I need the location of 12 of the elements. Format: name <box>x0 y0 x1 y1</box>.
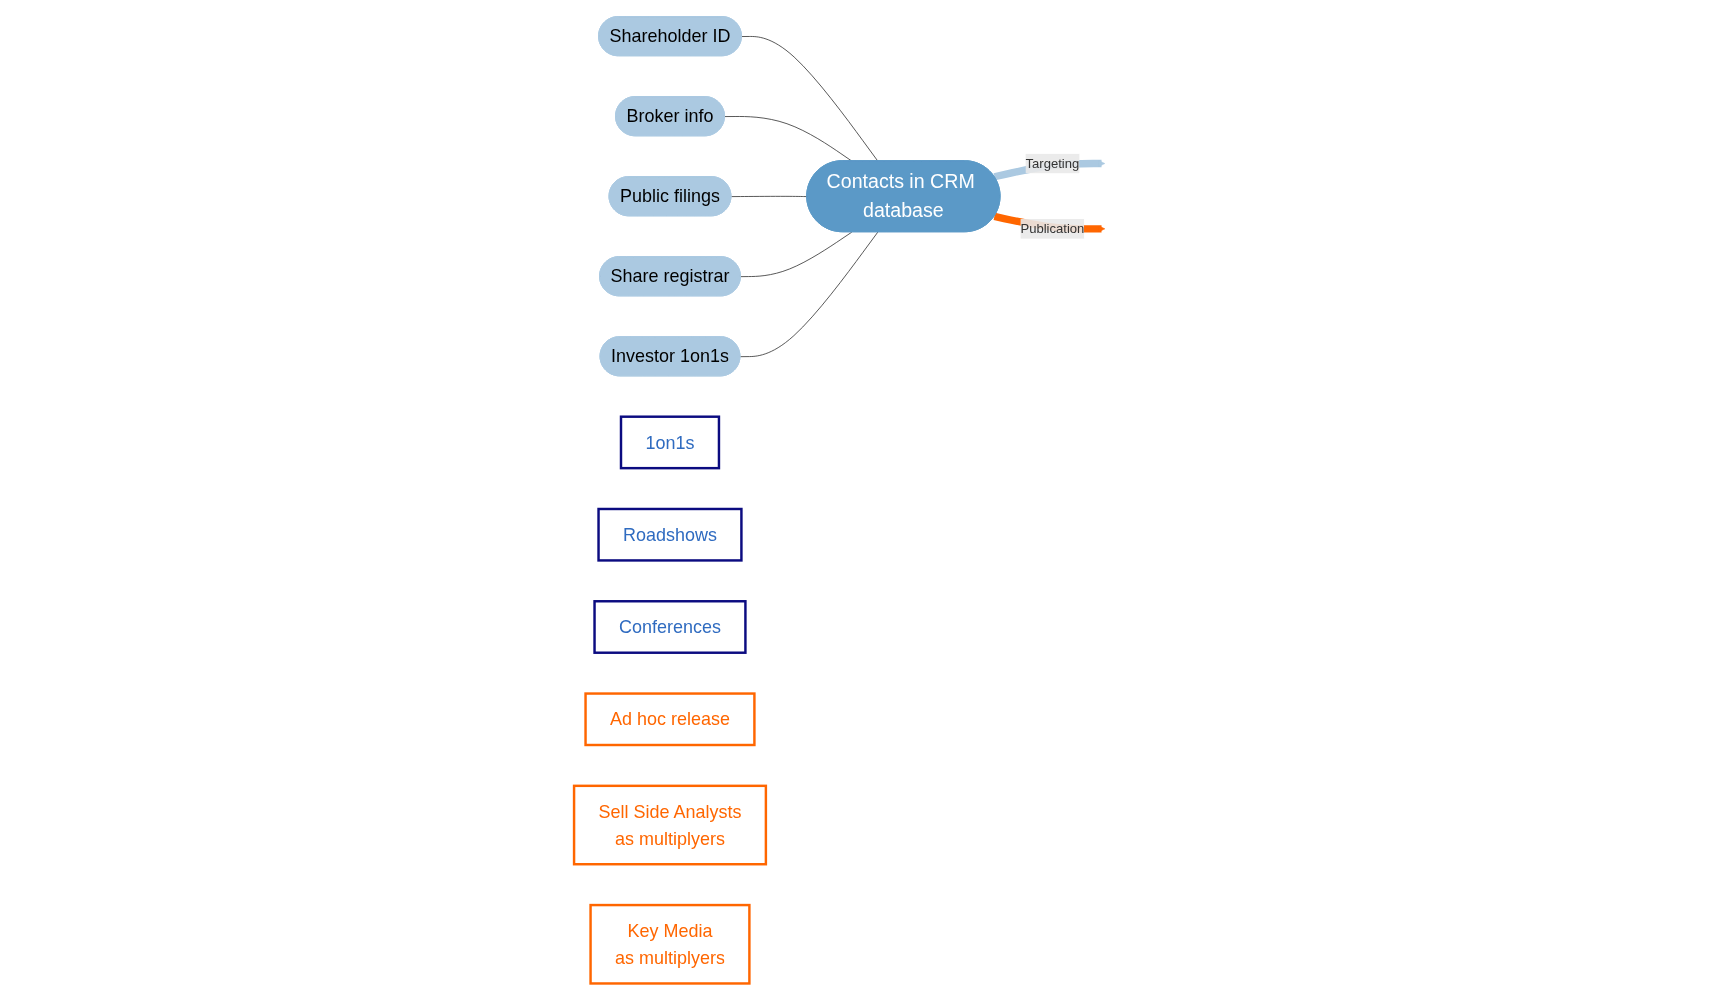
node-box: 1on1s <box>619 415 721 470</box>
node-box: Sell Side Analysts as multiplyers <box>572 784 768 866</box>
edge-label: Targeting <box>1025 156 1080 171</box>
edge-label: Publication <box>1020 221 1085 236</box>
connector <box>740 231 879 358</box>
node-box: Conferences <box>593 600 747 654</box>
node-box: Key Media as multiplyers <box>589 903 751 985</box>
node-box: Roadshows <box>597 507 743 562</box>
node-box: Ad hoc release <box>584 692 756 747</box>
connector <box>741 36 879 162</box>
connector <box>731 195 808 197</box>
connector <box>740 231 853 278</box>
